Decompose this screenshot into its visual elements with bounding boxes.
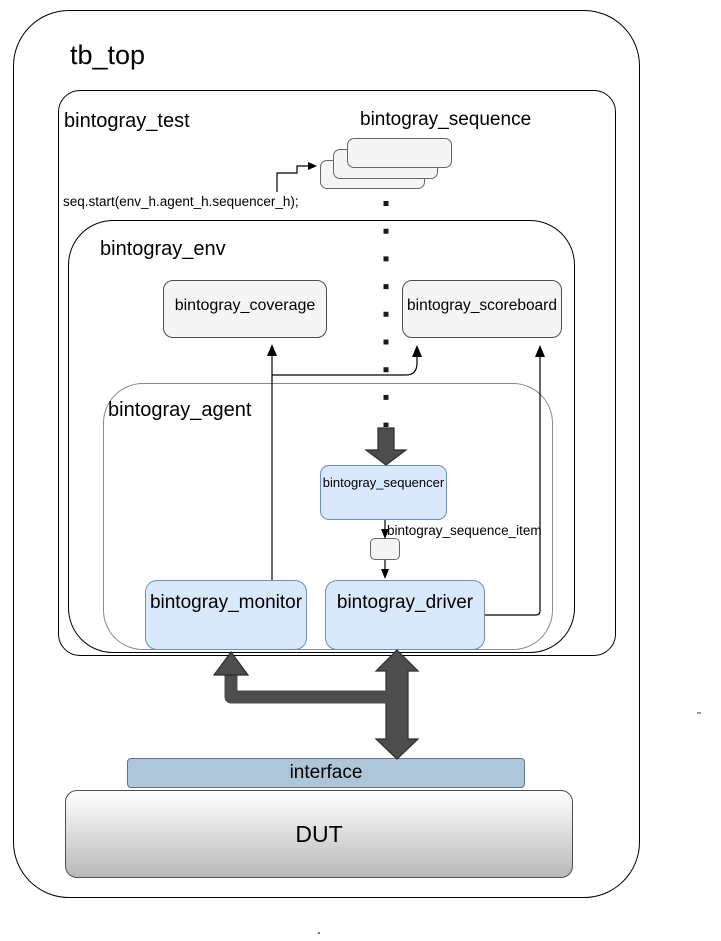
seq-start-label: seq.start(env_h.agent_h.sequencer_h); — [63, 194, 299, 209]
driver-label: bintogray_driver — [336, 592, 474, 613]
env-container — [68, 220, 575, 653]
sequence-label: bintogray_sequence — [360, 109, 532, 130]
scoreboard-label: bintogray_scoreboard — [407, 297, 557, 314]
artifact-dot-right — [697, 712, 701, 714]
scoreboard-node: bintogray_scoreboard — [402, 280, 562, 338]
test-label: bintogray_test — [64, 110, 190, 132]
env-label: bintogray_env — [100, 238, 226, 260]
agent-label: bintogray_agent — [108, 399, 252, 421]
dut-label: DUT — [295, 820, 343, 847]
sequence-item-node — [370, 538, 400, 560]
artifact-dot-bottom — [318, 932, 320, 934]
sequencer-label: bintogray_sequencer — [322, 475, 445, 490]
sequencer-node: bintogray_sequencer — [320, 465, 447, 520]
coverage-label: bintogray_coverage — [174, 297, 316, 314]
monitor-label: bintogray_monitor — [149, 592, 303, 613]
dut-node: DUT — [65, 790, 573, 878]
agent-container — [103, 383, 553, 650]
coverage-node: bintogray_coverage — [163, 280, 327, 338]
sequence-item-label: bintogray_sequence_item — [387, 523, 542, 538]
sequence-card-front — [347, 138, 452, 168]
driver-node: bintogray_driver — [325, 580, 485, 650]
test-container — [58, 90, 616, 656]
interface-label: interface — [289, 762, 363, 783]
monitor-node: bintogray_monitor — [145, 580, 307, 650]
tb-top-label: tb_top — [70, 40, 146, 70]
tb-top-container — [13, 10, 640, 898]
interface-node: interface — [127, 758, 525, 788]
